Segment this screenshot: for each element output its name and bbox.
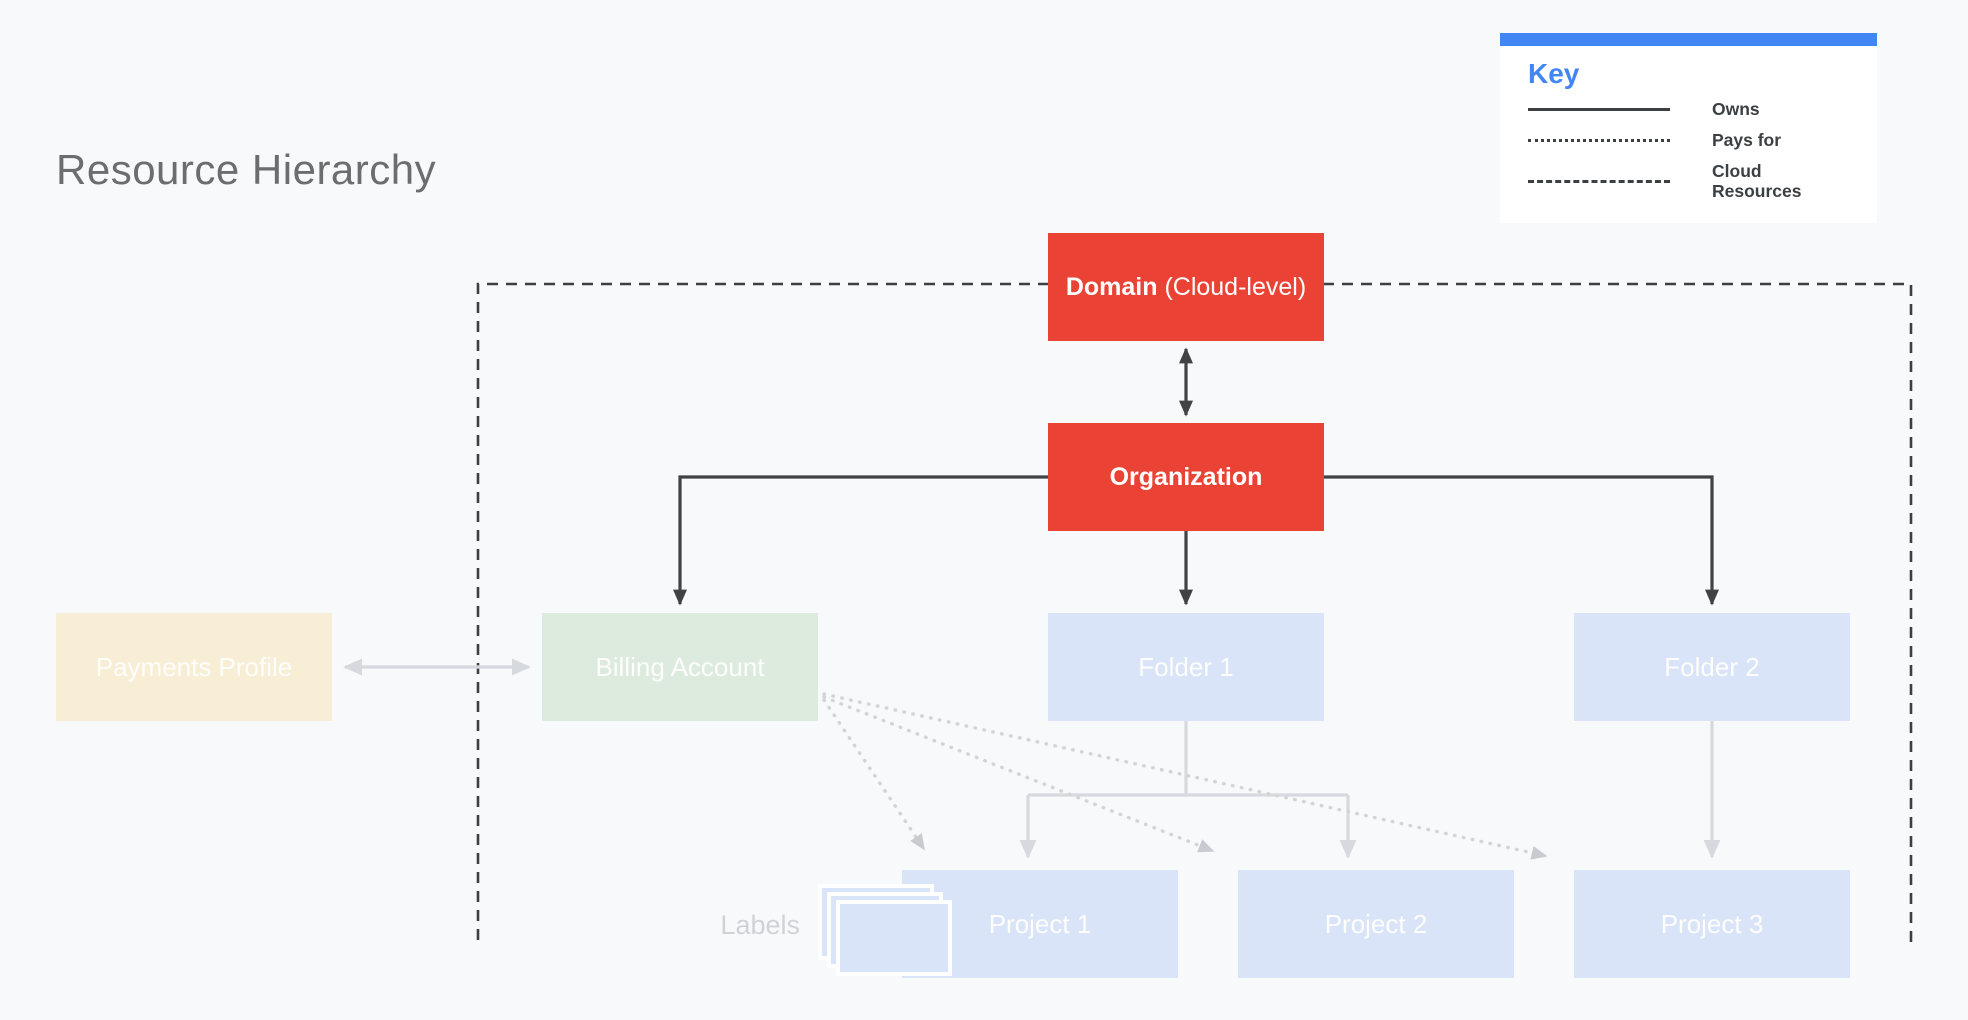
node-project-3: Project 3 [1574, 870, 1850, 978]
node-organization: Organization [1048, 423, 1324, 531]
node-folder-1: Folder 1 [1048, 613, 1324, 721]
dotted-line-sample [1528, 138, 1670, 142]
node-payments-profile: Payments Profile [56, 613, 332, 721]
node-domain: Domain (Cloud-level) [1048, 233, 1324, 341]
folder-1-label: Folder 1 [1138, 651, 1234, 682]
node-folder-2: Folder 2 [1574, 613, 1850, 721]
page-title: Resource Hierarchy [56, 146, 437, 193]
labels-stack-icon [836, 900, 952, 976]
connector-organization-billing [673, 475, 1048, 606]
legend-item-owns: Owns [1528, 99, 1859, 119]
legend-label: Cloud Resources [1712, 161, 1802, 202]
legend-item-pays-for: Pays for [1528, 130, 1859, 150]
node-project-2: Project 2 [1238, 870, 1514, 978]
project-1-label: Project 1 [988, 908, 1092, 939]
legend-card: Key Owns Pays for Cloud Resources [1500, 33, 1877, 223]
dashed-line-sample [1528, 179, 1670, 183]
payments-profile-label: Payments Profile [95, 651, 293, 682]
folder-2-label: Folder 2 [1664, 651, 1760, 682]
legend-accent-bar [1500, 33, 1877, 46]
project-2-label: Project 2 [1324, 908, 1428, 939]
domain-label-bold: Domain [1065, 272, 1158, 301]
paysfor-billing-project2 [822, 695, 1215, 853]
legend-label: Owns [1712, 99, 1760, 119]
solid-line-sample [1528, 107, 1670, 111]
node-billing-account: Billing Account [542, 613, 818, 721]
legend-title: Key [1528, 58, 1580, 89]
paysfor-billing-project1 [822, 698, 926, 851]
labels-caption: Labels [720, 910, 800, 940]
organization-label: Organization [1109, 462, 1263, 491]
legend-label: Pays for [1712, 130, 1782, 151]
connector-organization-folder2 [1324, 475, 1719, 606]
project-3-label: Project 3 [1660, 908, 1764, 939]
legend-item-cloud-resources: Cloud Resources [1528, 161, 1859, 201]
billing-account-label: Billing Account [595, 651, 765, 682]
domain-label-rest: (Cloud-level) [1157, 272, 1307, 301]
